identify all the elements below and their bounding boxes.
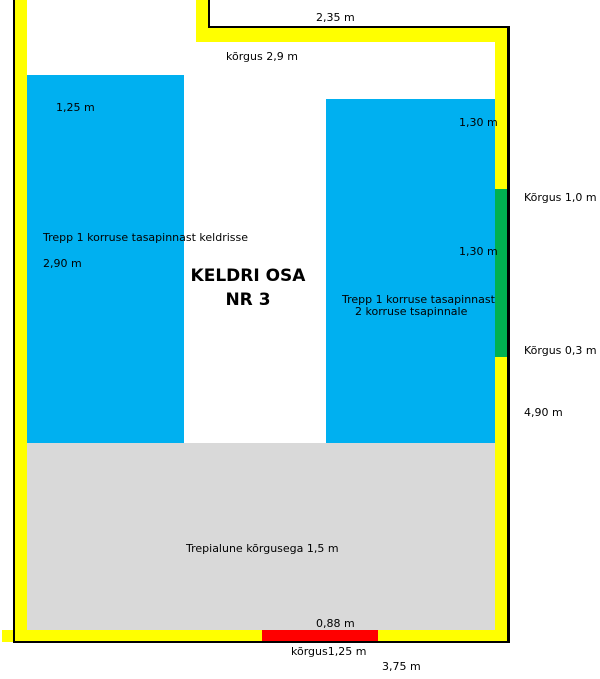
window <box>495 189 507 357</box>
wall-stub <box>2 630 13 642</box>
wall-left <box>15 0 27 641</box>
right-stair-width-label: 1,30 m <box>459 116 498 129</box>
outline-top <box>208 26 510 28</box>
right-length-label: 4,90 m <box>524 406 563 419</box>
door <box>262 630 378 641</box>
left-stair-length-label: 2,90 m <box>43 257 82 270</box>
outline-right <box>507 27 510 643</box>
under-stair-label: Trepialune kõrgusega 1,5 m <box>186 542 339 555</box>
room-title-line1: KELDRI OSA <box>190 266 306 286</box>
room-title-line2: NR 3 <box>225 290 271 310</box>
door-width-label: 0,88 m <box>316 617 355 630</box>
left-stair-width-label: 1,25 m <box>56 101 95 114</box>
stair-left <box>27 75 184 443</box>
ceiling-height-label: kõrgus 2,9 m <box>226 50 298 63</box>
right-stair-name-line1: Trepp 1 korruse tasapinnast <box>342 293 495 306</box>
outline-bottom <box>13 641 510 643</box>
room-title: KELDRI OSA NR 3 <box>168 264 328 312</box>
right-stair-name-line2: 2 korruse tsapinnale <box>355 305 468 318</box>
under-stair-area <box>27 443 495 630</box>
wall-bottom <box>15 630 507 641</box>
window-top-height-label: Kõrgus 1,0 m <box>524 191 597 204</box>
left-stair-name-label: Trepp 1 korruse tasapinnast keldrisse <box>43 231 249 244</box>
right-stair-width2-label: 1,30 m <box>459 245 498 258</box>
top-width-label: 2,35 m <box>316 11 355 24</box>
outline-notch <box>208 0 210 28</box>
bottom-width-label: 3,75 m <box>382 660 421 673</box>
door-height-label: kõrgus1,25 m <box>291 645 367 658</box>
window-bottom-height-label: Kõrgus 0,3 m <box>524 344 597 357</box>
outline-left <box>13 0 15 643</box>
wall-top <box>196 28 507 42</box>
stair-right <box>326 99 495 443</box>
